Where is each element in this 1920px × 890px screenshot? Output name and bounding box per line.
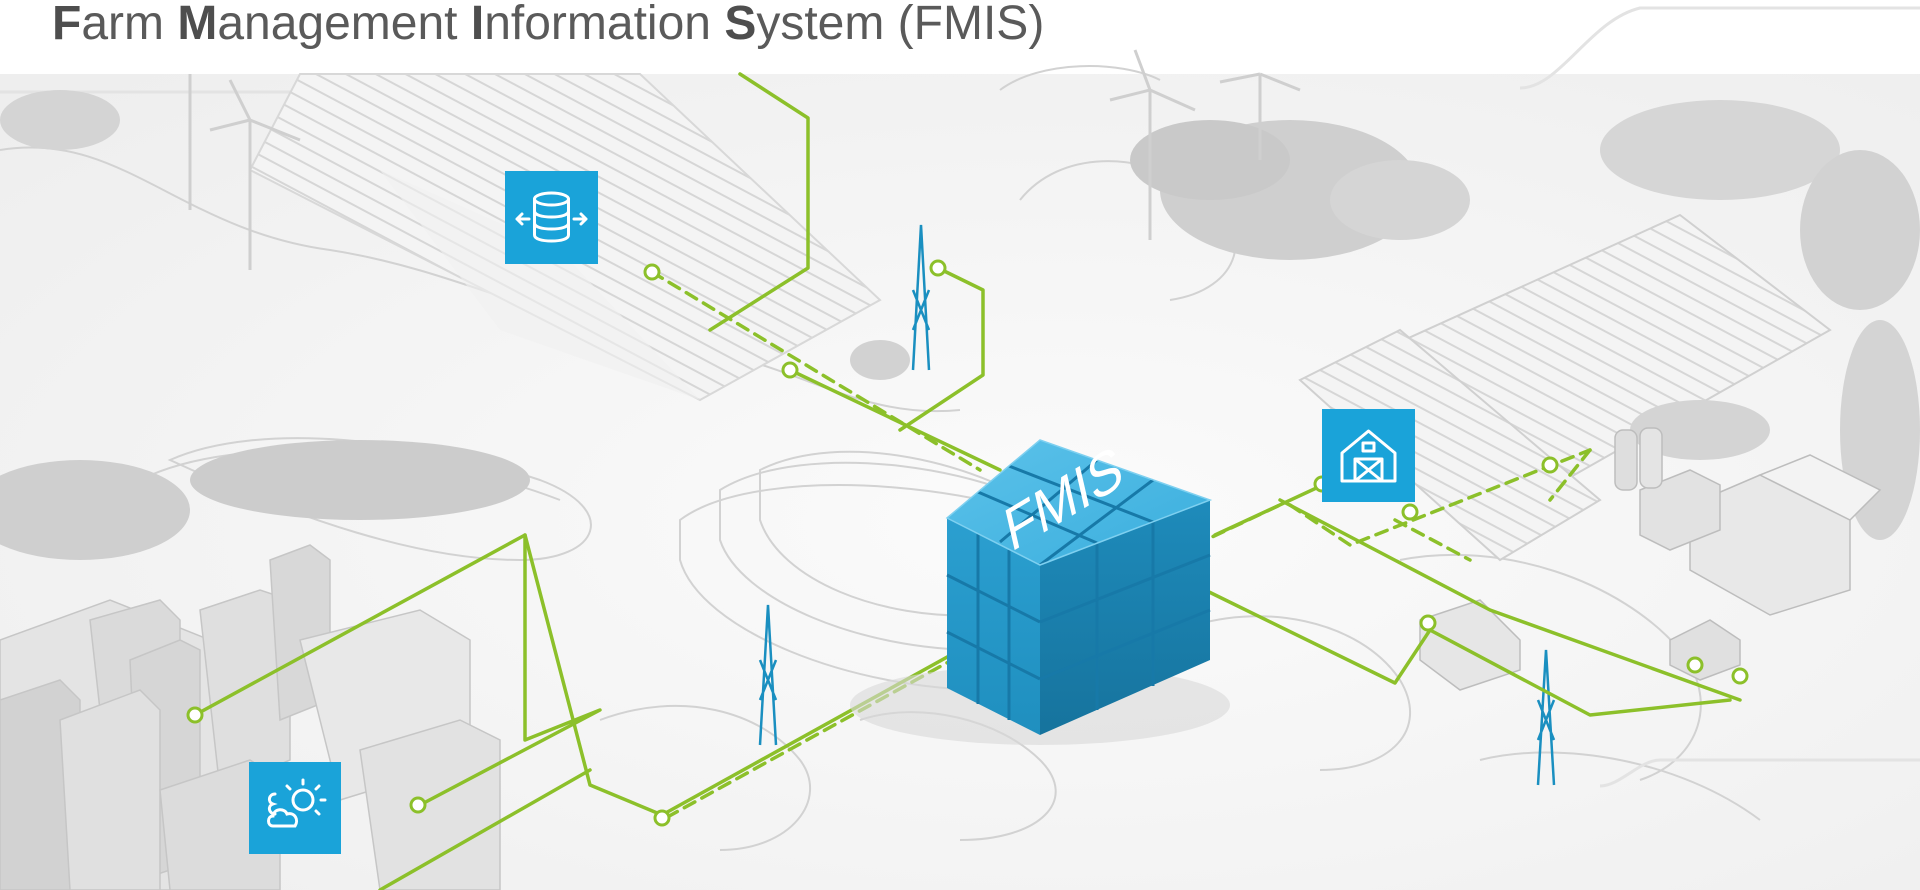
weather-sun-cloud-icon bbox=[267, 778, 327, 828]
title-initial-f: F bbox=[52, 0, 82, 50]
connection-nodes bbox=[186, 259, 1749, 827]
wind-turbines bbox=[188, 49, 1301, 270]
tree-clusters bbox=[0, 90, 1920, 560]
solar-field-right bbox=[1298, 213, 1832, 562]
title-initial-m: M bbox=[177, 0, 218, 50]
weather-node[interactable] bbox=[249, 762, 341, 854]
city-buildings bbox=[0, 544, 501, 890]
database-sync-icon bbox=[515, 191, 588, 243]
title-initial-s: S bbox=[724, 0, 757, 50]
database-node[interactable] bbox=[505, 171, 598, 264]
title-word-farm: arm bbox=[81, 0, 178, 50]
farm-buildings bbox=[1419, 427, 1882, 691]
title-word-system: ystem (FMIS) bbox=[756, 0, 1045, 50]
title-initial-i: I bbox=[470, 0, 485, 50]
barn-icon bbox=[1340, 429, 1397, 483]
title-word-information: nformation bbox=[484, 0, 725, 50]
farm-building-node[interactable] bbox=[1322, 409, 1415, 502]
cell-towers bbox=[758, 224, 1556, 786]
page-title: Farm Management Information System (FMIS… bbox=[52, 0, 1044, 64]
title-word-management: anagement bbox=[217, 0, 471, 50]
